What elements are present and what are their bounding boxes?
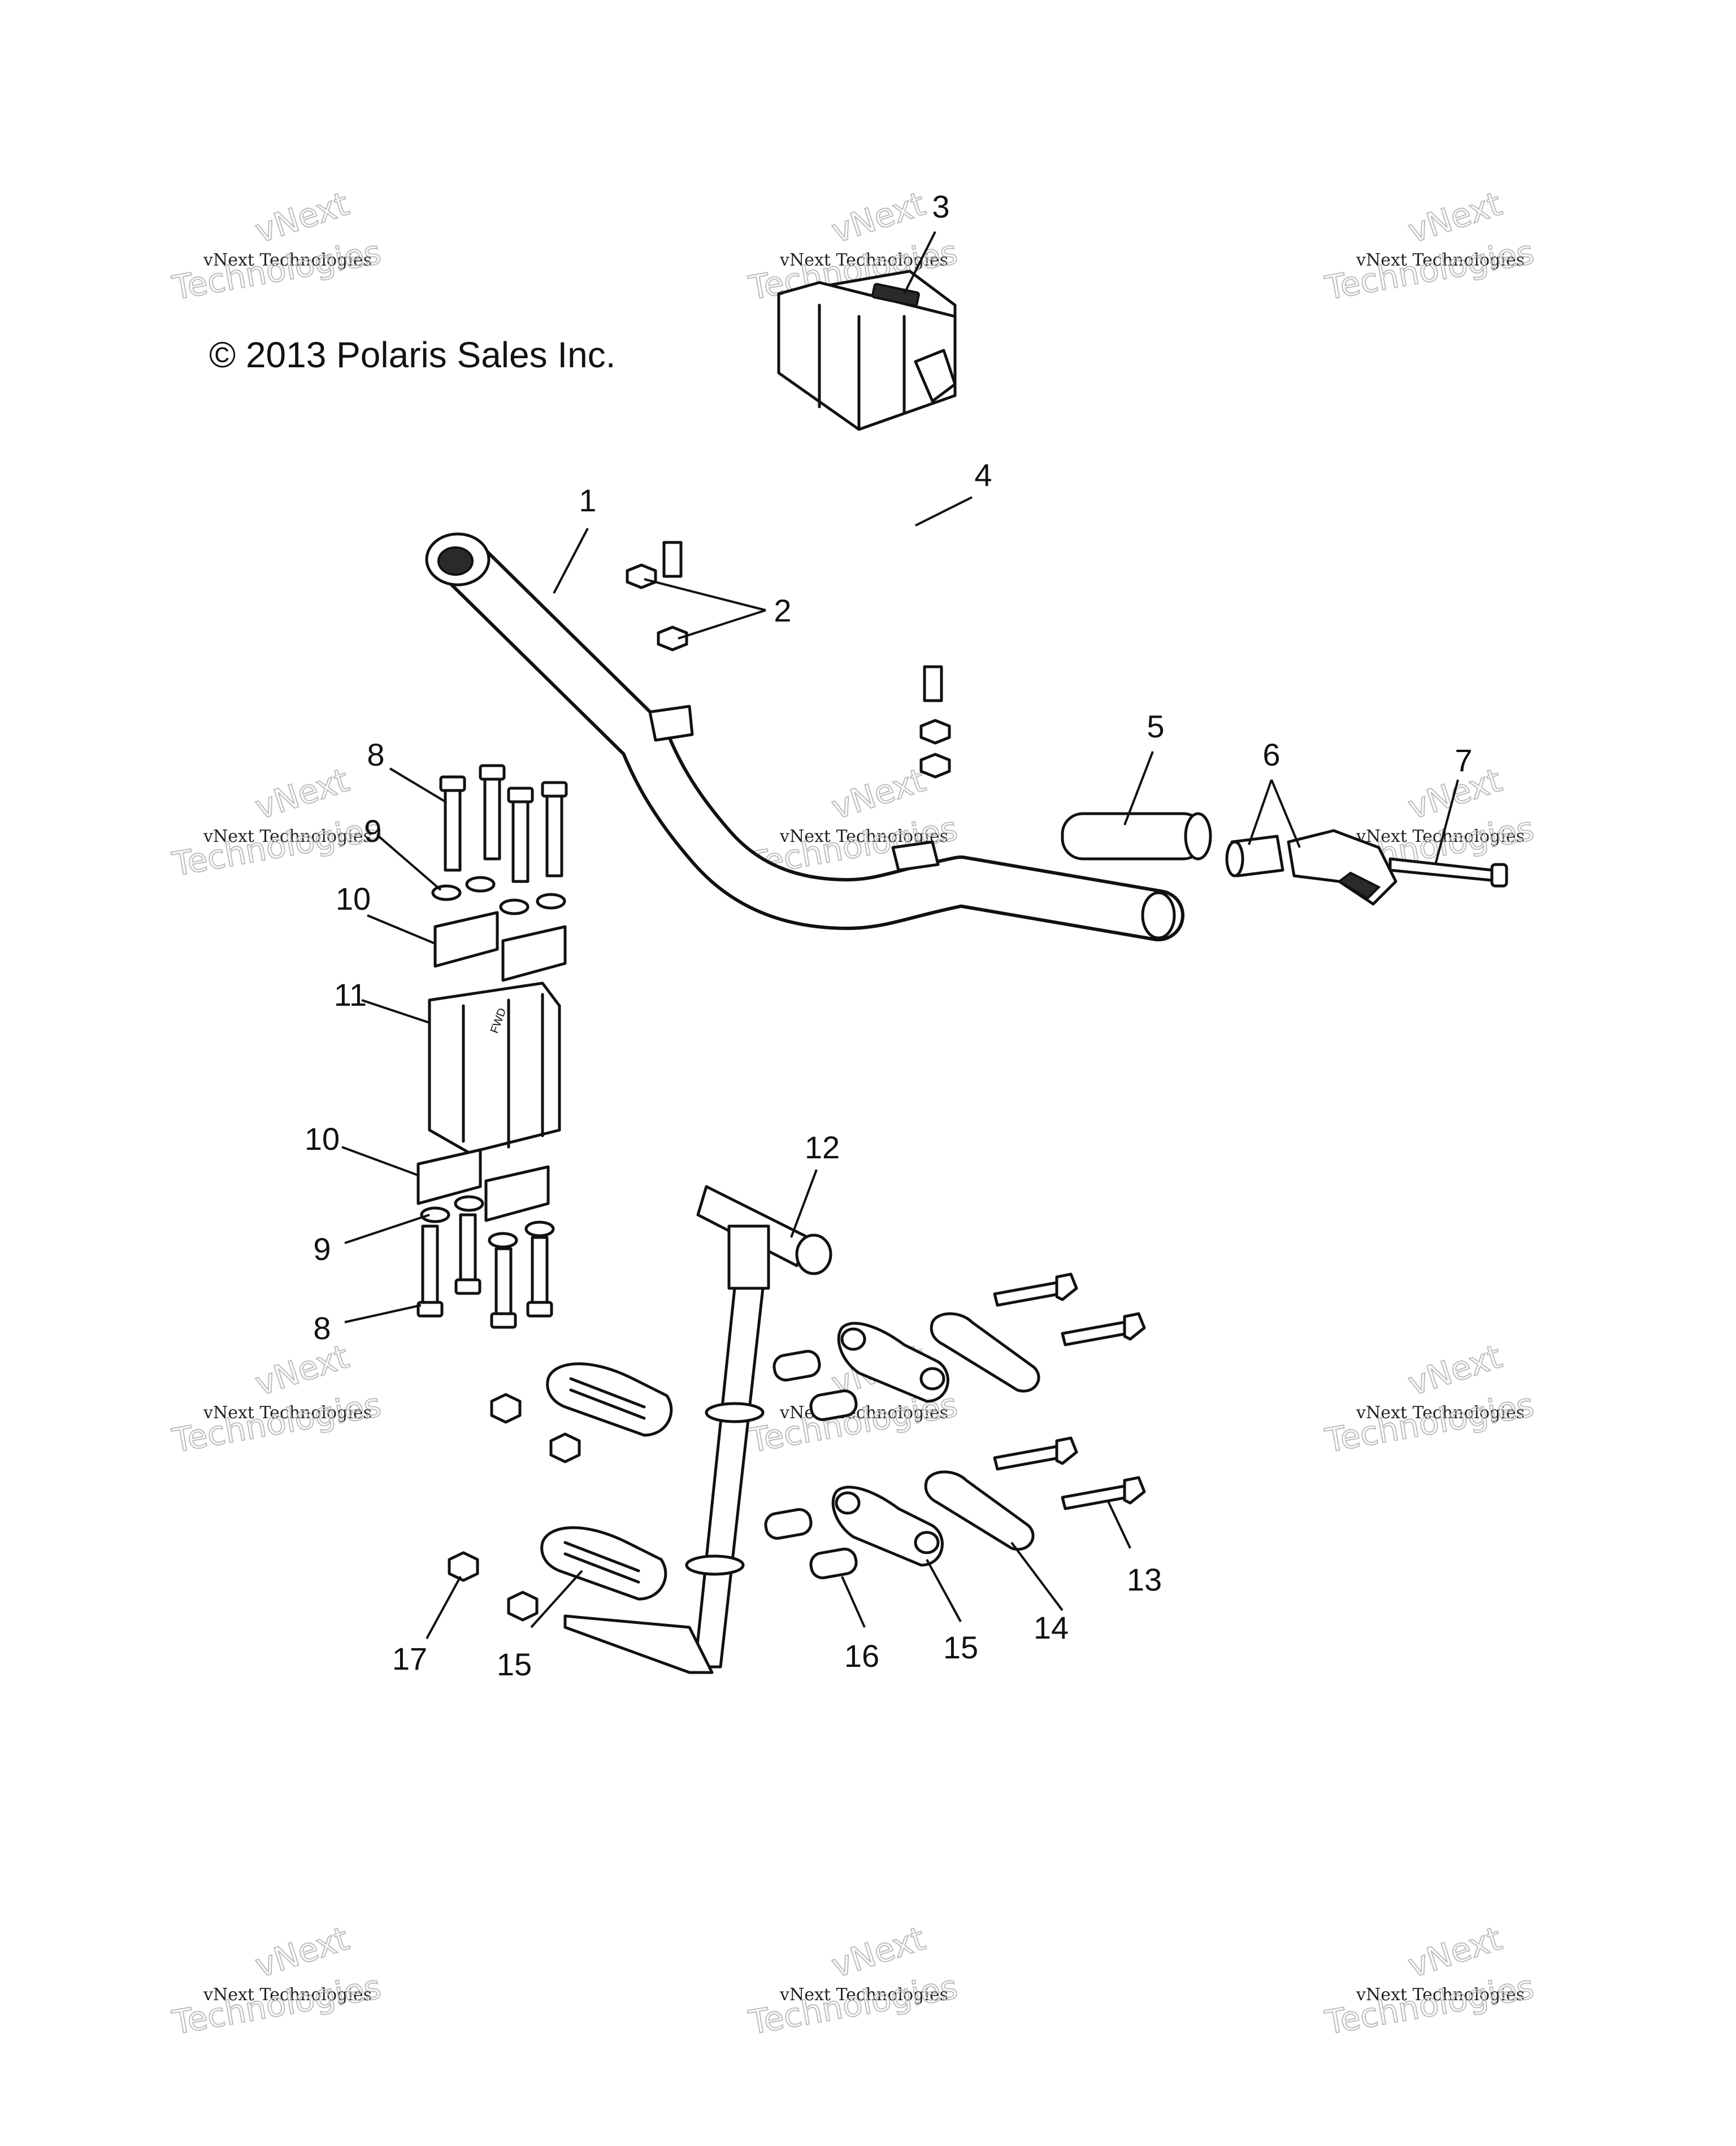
callout-10-upper: 10: [336, 881, 371, 916]
part-10-lower-clamps: [416, 1148, 550, 1222]
part-4-cable: [662, 416, 943, 702]
callout-17: 17: [392, 1641, 427, 1676]
callout-9-lower: 9: [313, 1231, 331, 1267]
watermark-caption: vNext Technologies: [203, 1403, 372, 1423]
callout-12: 12: [805, 1130, 840, 1165]
callout-13: 13: [1127, 1562, 1162, 1597]
part-9-upper-washers: [431, 876, 566, 915]
watermark: vNext vNext Technologies Technologies: [169, 760, 385, 884]
watermark: vNext vNext Technologies Technologies: [169, 1336, 385, 1461]
callout-15-left: 15: [497, 1647, 532, 1682]
callout-5: 5: [1147, 709, 1164, 744]
part-1-handlebar: [425, 532, 1184, 941]
watermark-caption: vNext Technologies: [1356, 1985, 1525, 2005]
part-17-nuts: [448, 1393, 581, 1622]
part-15-brackets-right: [831, 1322, 949, 1567]
part-8-lower-bolts: [416, 1213, 553, 1329]
callout-16: 16: [844, 1638, 879, 1674]
watermark-caption: vNext Technologies: [779, 1403, 948, 1423]
leader-lines: [341, 231, 1459, 1639]
callout-9-upper: 9: [364, 813, 381, 849]
part-5-grip: [1061, 812, 1212, 861]
watermark: vNext vNext Technologies Technologies: [169, 1918, 385, 2043]
watermark: vNext vNext Technologies Technologies: [1322, 184, 1538, 308]
callout-8-lower: 8: [313, 1310, 331, 1346]
callout-7: 7: [1455, 742, 1472, 778]
watermark: vNext vNext Technologies Technologies: [1322, 1918, 1538, 2043]
watermark-caption: vNext Technologies: [1356, 1403, 1525, 1423]
watermark-caption: vNext Technologies: [203, 1985, 372, 2005]
watermark-caption: vNext Technologies: [203, 827, 372, 846]
watermark-caption: vNext Technologies: [1356, 250, 1525, 270]
part-7-bolt: [1388, 857, 1508, 888]
part-11-riser-block: FWD: [428, 981, 561, 1154]
part-9-lower-washers: [420, 1195, 555, 1249]
callout-4: 4: [974, 457, 992, 493]
part-6-bar-ends: [1225, 829, 1398, 906]
callout-15-right: 15: [943, 1630, 978, 1665]
part-3-switch-housing: [777, 270, 957, 431]
callout-1: 1: [579, 483, 596, 518]
callout-11: 11: [334, 977, 367, 1013]
watermark: vNext vNext Technologies Technologies: [745, 1918, 961, 2043]
part-16-bushings: [764, 1350, 858, 1579]
callout-14: 14: [1034, 1610, 1069, 1645]
callout-6: 6: [1262, 737, 1280, 772]
callout-2: 2: [774, 593, 791, 628]
part-13-bolts: [993, 1272, 1146, 1510]
part-10-upper-clamps: [433, 911, 567, 982]
watermark: vNext vNext Technologies Technologies: [1322, 1336, 1538, 1461]
callout-10-lower: 10: [305, 1121, 340, 1157]
callout-8-upper: 8: [367, 737, 384, 772]
part-8-upper-bolts: [439, 764, 568, 883]
part-14-link-plates: [924, 1312, 1040, 1551]
watermark-caption: vNext Technologies: [203, 250, 372, 270]
copyright-text: © 2013 Polaris Sales Inc.: [209, 335, 616, 375]
part-2-nuts: [626, 563, 951, 779]
callout-labels: 1 2 3 4 5 6 7 8 8 9 9 10 10 11 12 13 14 …: [305, 189, 1473, 1682]
callout-3: 3: [932, 189, 949, 224]
watermark-caption: vNext Technologies: [779, 1985, 948, 2005]
part-12-steering-post: [563, 1185, 832, 1674]
watermark: vNext vNext Technologies Technologies: [169, 184, 385, 308]
part-15-brackets-left: [540, 1362, 673, 1601]
